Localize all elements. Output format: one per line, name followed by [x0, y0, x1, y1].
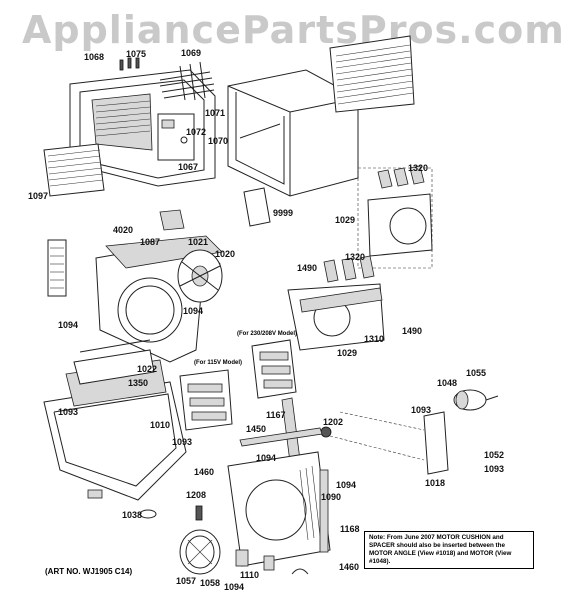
fan-motor — [453, 389, 499, 411]
label-1093-right-bottom: 1093 — [484, 464, 505, 474]
label-1450: 1450 — [246, 424, 267, 434]
louvre-blades — [159, 61, 215, 101]
control-bracket — [159, 209, 185, 231]
label-1093-right-top: 1093 — [411, 405, 432, 415]
label-1460-left: 1460 — [194, 467, 215, 477]
label-1094-bottom: 1094 — [224, 582, 245, 592]
label-1097: 1097 — [28, 191, 49, 201]
label-1058: 1058 — [200, 578, 221, 588]
manual-sheet — [243, 187, 271, 227]
control-assembly-115v — [179, 369, 233, 431]
label-1094-left: 1094 — [58, 320, 79, 330]
label-4020: 4020 — [113, 225, 134, 235]
label-1022: 1022 — [137, 364, 158, 374]
label-1320-mid: 1320 — [345, 252, 366, 262]
watermark: AppliancePartsPros.com — [22, 8, 562, 52]
middle-partition — [287, 255, 385, 351]
label-1029-top: 1029 — [335, 215, 356, 225]
control-assembly-230v — [251, 339, 297, 399]
label-1087: 1087 — [140, 237, 161, 247]
label-1202: 1202 — [323, 417, 344, 427]
blower-wheel — [179, 529, 221, 575]
label-1072: 1072 — [186, 127, 207, 137]
base-foot-2 — [139, 509, 157, 519]
motor-angle — [423, 411, 449, 475]
label-1067: 1067 — [178, 162, 199, 172]
label-1075: 1075 — [126, 49, 147, 59]
label-1208: 1208 — [186, 490, 207, 500]
label-1038: 1038 — [122, 510, 143, 520]
evaporator-assembly — [227, 427, 331, 567]
label-1168: 1168 — [340, 524, 360, 534]
model-note-230v: (For 230/208V Model) — [237, 331, 298, 337]
label-1350: 1350 — [128, 378, 149, 388]
label-1018: 1018 — [425, 478, 446, 488]
rear-grille — [329, 35, 415, 113]
label-1052: 1052 — [484, 450, 505, 460]
motor-cushion-note: Note: From June 2007 MOTOR CUSHION and S… — [364, 531, 534, 569]
label-9999: 9999 — [273, 208, 294, 218]
base-foot — [87, 489, 103, 499]
label-1094-right: 1094 — [336, 480, 357, 490]
tube-clip — [291, 568, 309, 575]
label-1021: 1021 — [188, 237, 209, 247]
label-1069: 1069 — [181, 48, 202, 58]
label-1070: 1070 — [208, 136, 229, 146]
label-1093-left: 1093 — [58, 407, 79, 417]
label-1071: 1071 — [205, 108, 226, 118]
label-1068: 1068 — [84, 52, 105, 62]
label-1094-mid: 1094 — [183, 306, 204, 316]
label-1048: 1048 — [437, 378, 458, 388]
label-1490-top: 1490 — [297, 263, 318, 273]
art-number: (ART NO. WJ1905 C14) — [45, 567, 133, 576]
label-1310: 1310 — [364, 334, 385, 344]
label-1057: 1057 — [176, 576, 197, 586]
capacitor — [320, 426, 332, 438]
label-1167: 1167 — [266, 410, 286, 420]
model-note-115v: (For 115V Model) — [194, 360, 243, 366]
condenser-fan — [177, 249, 223, 303]
front-grille-frame — [69, 69, 216, 187]
label-1020: 1020 — [215, 249, 236, 259]
label-1110: 1110 — [240, 570, 260, 580]
label-1460-bottom: 1460 — [339, 562, 360, 572]
air-deflector — [47, 239, 67, 297]
label-1094-lower: 1094 — [256, 453, 277, 463]
label-1320-top: 1320 — [408, 163, 429, 173]
bearing-bracket — [235, 549, 249, 567]
label-1093-mid: 1093 — [172, 437, 193, 447]
upper-barrier-assembly — [357, 165, 433, 269]
label-1490-right: 1490 — [402, 326, 423, 336]
front-filter-panel — [43, 143, 105, 197]
label-1010: 1010 — [150, 420, 171, 430]
label-1090: 1090 — [321, 492, 342, 502]
drain-hose-clip — [263, 555, 275, 571]
spring — [195, 505, 203, 521]
base-pan — [43, 339, 187, 501]
label-1055: 1055 — [466, 368, 487, 378]
label-1029-mid: 1029 — [337, 348, 358, 358]
insulation-strip — [281, 397, 301, 463]
